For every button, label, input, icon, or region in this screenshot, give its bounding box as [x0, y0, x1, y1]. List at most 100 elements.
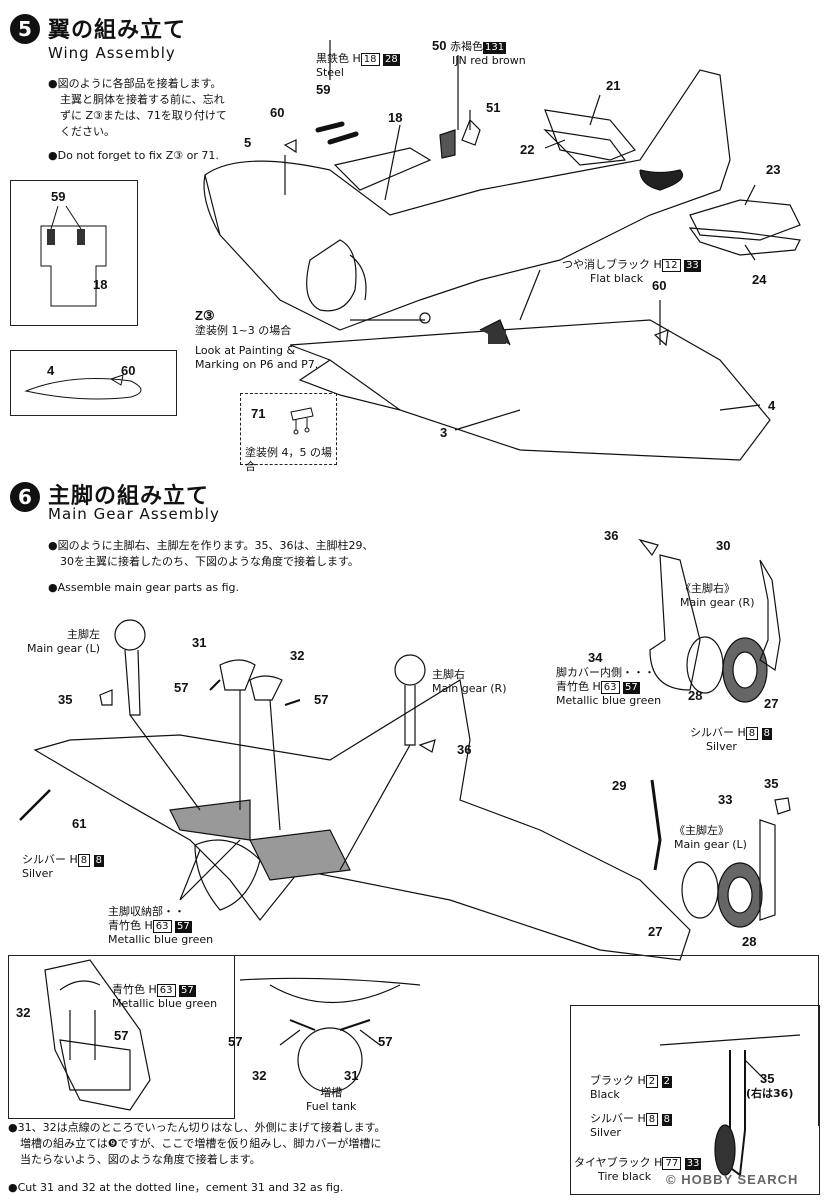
step6-note: ●図のように主脚右、主脚左を作ります。35、36は、主脚柱29、 30を主翼に接… [48, 538, 408, 596]
bottom-mbg-h: 63 [156, 984, 176, 997]
color-flat-jp: つや消しブラック H [562, 258, 662, 271]
bottom-note-jp-3: 当たらないよう、図のような角度で接着します。 [20, 1153, 261, 1166]
part-label: 31 [192, 635, 207, 650]
step6-title-jp: 主脚の組み立て [48, 484, 210, 509]
part-label: 71 [251, 406, 266, 421]
mbg-jp-2: 青竹色 H [556, 680, 601, 693]
gear-r2-jp: 《主脚右》 [680, 582, 735, 595]
silver-h-2: 8 [745, 727, 759, 740]
part-label: 35 [760, 1071, 775, 1086]
step6-title-en: Main Gear Assembly [48, 505, 220, 523]
gear-l2-label: 《主脚左》 Main gear (L) [674, 824, 747, 852]
z3-note-jp: 塗装例 1~3 の場合 [195, 324, 292, 337]
step5-note-en: ●Do not forget to fix Z③ or 71. [48, 149, 219, 162]
bottom-note-jp-2: 増槽の組み立ては❾ですが、ここで増槽を仮り組みし、脚カバーが増槽に [20, 1137, 382, 1150]
detail-box-59-18: 59 18 [10, 180, 138, 326]
bottom-left-box [8, 955, 235, 1119]
tire-en: Tire black [598, 1170, 652, 1183]
part-label: 34 [588, 650, 603, 665]
bottom-note-en: ●Cut 31 and 32 at the dotted line，cement… [8, 1181, 344, 1194]
gear-l2-jp: 《主脚左》 [674, 824, 729, 837]
color-steel-jp: 黒鉄色 H [316, 52, 361, 65]
z3-note-en-1: Look at Painting & [195, 344, 296, 357]
mbg-m: 57 [175, 921, 192, 933]
gear-r-label: 主脚右 Main gear (R) [432, 668, 507, 696]
part-label: 59 [51, 189, 66, 204]
part71-note: 塗装例 4，5 の場合 [245, 446, 332, 473]
silver-en: Silver [22, 867, 53, 880]
silver-jp-3: シルバー H [590, 1112, 646, 1125]
step5-title-en: Wing Assembly [48, 44, 176, 62]
part-label: 18 [388, 110, 403, 125]
gear-l-label: 主脚左 Main gear (L) [22, 628, 100, 656]
color-flat-m: 33 [684, 260, 701, 272]
tire-m: 33 [684, 1158, 702, 1170]
part-label: 57 [174, 680, 189, 695]
step5-title-jp: 翼の組み立て [48, 18, 187, 43]
part-label: 27 [764, 696, 779, 711]
gear-r2-en: Main gear (R) [680, 596, 755, 609]
step6-note-en: ●Assemble main gear parts as fig. [48, 581, 240, 594]
color-steel-h: 18 [360, 53, 380, 66]
tire-jp: タイヤブラック H [574, 1156, 663, 1169]
part-label: 24 [752, 272, 767, 287]
color-red-jp: 赤褐色 [449, 40, 483, 53]
silver-m-2: 8 [761, 728, 773, 740]
detail-4-60-art [24, 374, 142, 400]
part-label: 60 [270, 105, 285, 120]
step5-number: 5 [10, 14, 40, 44]
bottom-right-box [570, 1005, 820, 1195]
part-label: 30 [716, 538, 731, 553]
part-label: 18 [93, 277, 108, 292]
color-flat-h: 12 [661, 259, 681, 272]
bottom-mbg-en: Metallic blue green [112, 997, 218, 1010]
part-label: 60 [121, 363, 136, 378]
part71-icon [290, 407, 314, 435]
part-label: 60 [652, 278, 667, 293]
part-label: 32 [252, 1068, 267, 1083]
bottom-mbg-m: 57 [179, 985, 196, 997]
gear-l-jp: 主脚左 [67, 628, 100, 641]
part-label: 36 [604, 528, 619, 543]
bottom-note-jp-1: ●31、32は点線のところでいったん切りはなし、外側にまげて接着します。 [8, 1121, 386, 1134]
part-label: 57 [228, 1034, 243, 1049]
gear-l-en: Main gear (L) [27, 642, 100, 655]
part-label: 4 [47, 363, 55, 378]
part-label: 59 [316, 82, 331, 97]
mbg-en: Metallic blue green [108, 933, 214, 946]
step5-note-jp-4: ください。 [60, 125, 115, 138]
silver-m: 8 [93, 855, 105, 867]
part-label: 35 [58, 692, 73, 707]
step5-note: ●図のように各部品を接着します。 主翼と胴体を接着する前に、忘れ ずに Z③また… [48, 76, 268, 164]
silver-jp: シルバー H [22, 853, 78, 866]
silver-en-3: Silver [590, 1126, 621, 1139]
part-label: 32 [290, 648, 305, 663]
bottom-detail-box [8, 955, 819, 1126]
part35-note: (右は36) [746, 1087, 794, 1100]
gear-l2-en: Main gear (L) [674, 838, 747, 851]
color-steel-m: 28 [383, 54, 400, 66]
part-label: 3 [440, 425, 448, 440]
gear-r-en: Main gear (R) [432, 682, 507, 695]
part-label: 57 [314, 692, 329, 707]
part-label: 31 [344, 1068, 359, 1083]
color-red-en: IJN red brown [452, 54, 526, 67]
part-label: 29 [612, 778, 627, 793]
black-h: 2 [645, 1075, 659, 1088]
z3-note-en-2: Marking on P6 and P7. [195, 358, 319, 371]
color-red-part: 50 [432, 38, 447, 53]
detail-box-4-60: 4 60 [10, 350, 177, 416]
watermark: © HOBBY SEARCH [666, 1172, 799, 1187]
step6-note-jp-1: ●図のように主脚右、主脚左を作ります。35、36は、主脚柱29、 [48, 539, 374, 552]
black-jp: ブラック H [590, 1074, 646, 1087]
part-label: 33 [718, 792, 733, 807]
silver-en-2: Silver [706, 740, 737, 753]
silver-m-3: 8 [661, 1114, 673, 1126]
step5-note-jp-1: ●図のように各部品を接着します。 [48, 77, 222, 90]
